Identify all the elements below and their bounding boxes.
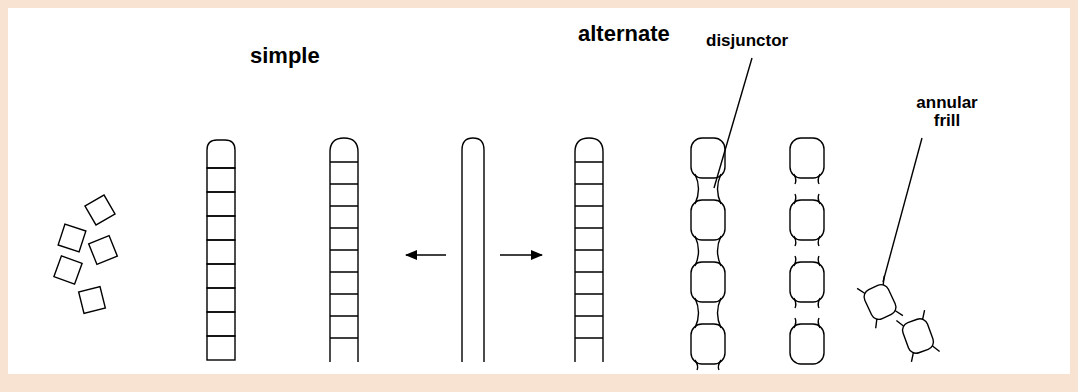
loose-cells [54,195,117,313]
disjunctor-filament [691,138,725,370]
frilled-cells [857,276,940,362]
label-text: simple [250,44,320,67]
septate-filament [330,138,358,362]
panel-ground [8,8,1070,374]
leader-line [883,138,922,282]
tube-filament [462,138,484,362]
arrow [500,254,542,255]
label-text: disjunctor [706,32,788,50]
breaking-filament [790,138,824,364]
leader-line [714,58,752,188]
label-text: annular frill [908,94,986,130]
arrow [406,254,446,255]
cell-filament [207,140,235,360]
septate-filament [575,138,603,362]
label-text: alternate [578,22,670,45]
